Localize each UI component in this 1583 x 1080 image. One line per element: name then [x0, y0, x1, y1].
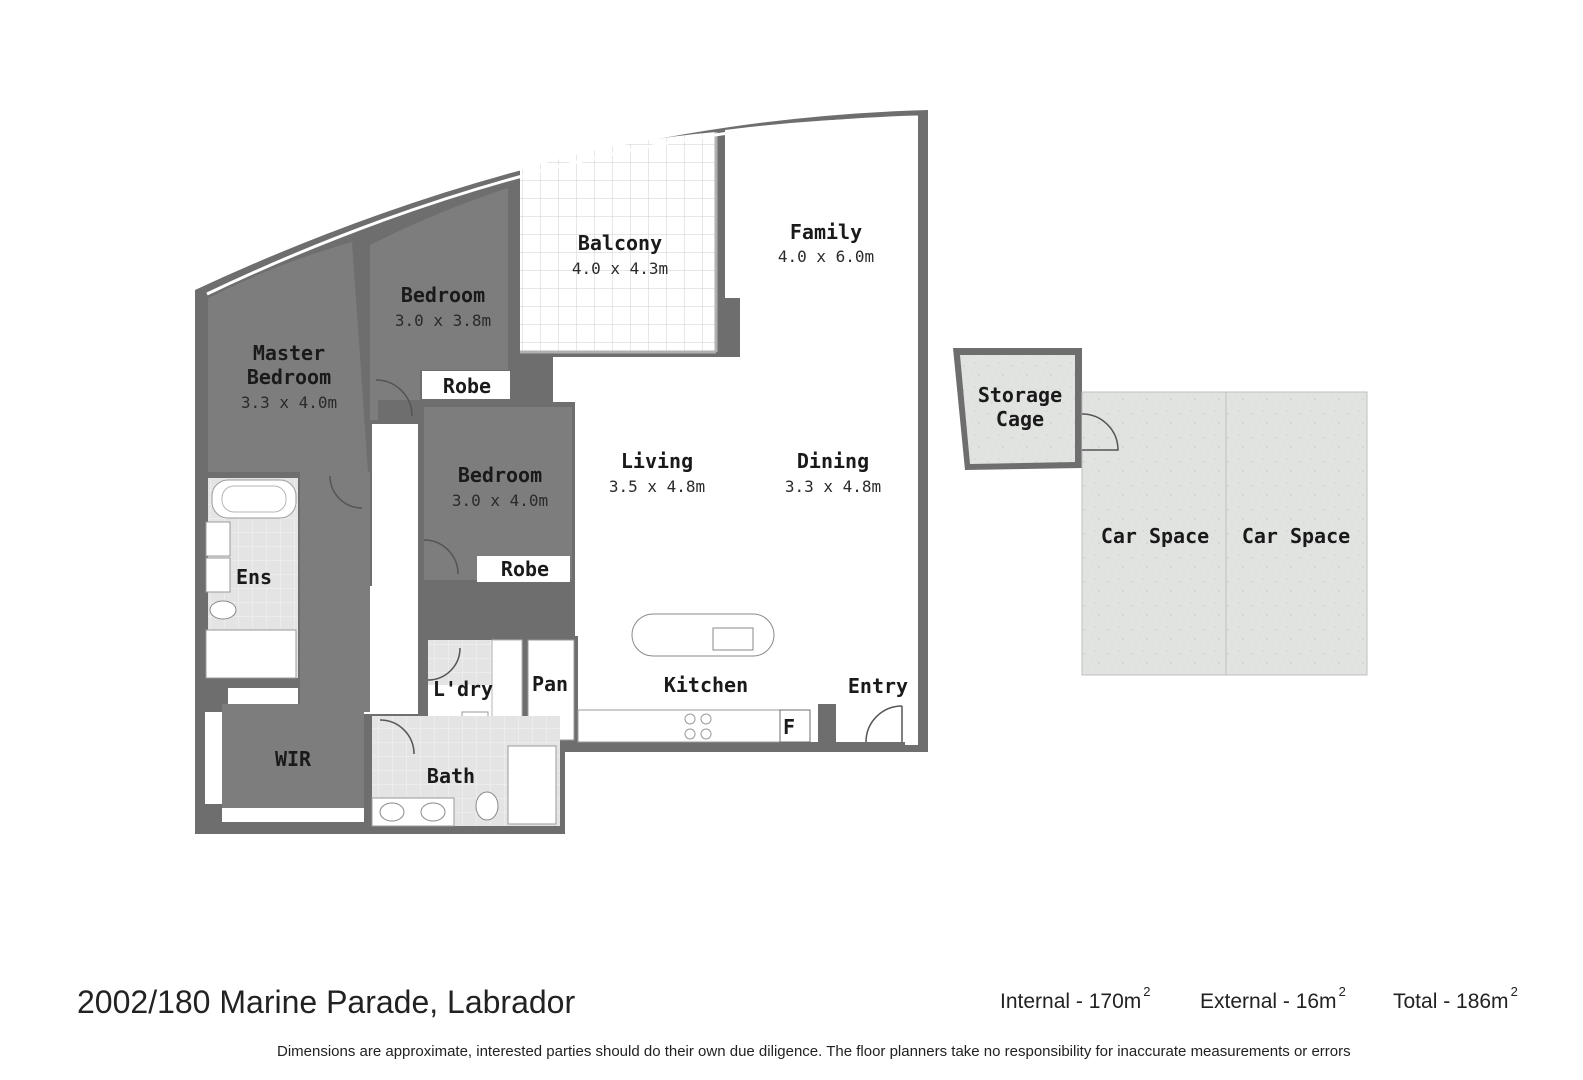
bath-label: Bath — [427, 764, 475, 788]
total-area-text: Total - 186m — [1393, 990, 1509, 1013]
living-label: Living — [621, 449, 693, 473]
property-address: 2002/180 Marine Parade, Labrador — [77, 984, 576, 1020]
family-dims: 4.0 x 6.0m — [778, 247, 874, 266]
wir-shelf-top — [228, 688, 298, 704]
bath-toilet — [475, 791, 499, 821]
disclaimer: Dimensions are approximate, interested p… — [277, 1043, 1351, 1060]
wir-label: WIR — [275, 747, 312, 771]
ensuite-label: Ens — [236, 565, 272, 589]
window-glazing — [206, 115, 919, 296]
door-swings — [329, 379, 903, 755]
bathtub-inner — [221, 485, 287, 513]
internal-area-text: Internal - 170m — [1000, 990, 1142, 1013]
living-dims: 3.5 x 4.8m — [609, 477, 705, 496]
master-bedroom-label-2: Bedroom — [247, 365, 331, 389]
balcony-floor — [520, 132, 716, 352]
external-area-unit: 2 — [1338, 984, 1346, 999]
balcony-label: Balcony — [578, 231, 662, 255]
robe-2 — [477, 556, 570, 582]
car-space-2 — [1225, 391, 1368, 676]
ensuite-toilet — [209, 600, 237, 620]
robe-1-label: Robe — [443, 374, 491, 398]
kitchen-label: Kitchen — [664, 673, 748, 697]
master-bedroom-label-1: Master — [253, 341, 325, 365]
bedroom-3-dims: 3.0 x 4.0m — [452, 491, 548, 510]
car-space-2-label: Car Space — [1242, 524, 1350, 548]
ensuite-shower — [205, 629, 297, 679]
storage-cage-label-2: Cage — [996, 407, 1044, 431]
fridge-label: F — [783, 715, 795, 739]
bedroom-3-label: Bedroom — [458, 463, 542, 487]
entry-label: Entry — [848, 674, 908, 698]
storage-cage-floor — [960, 355, 1075, 464]
bedroom-3-wall — [422, 404, 574, 407]
hallway — [372, 424, 418, 714]
fridge-space — [779, 709, 811, 743]
dining-dims: 3.3 x 4.8m — [785, 477, 881, 496]
bedroom-2-dims: 3.0 x 3.8m — [395, 311, 491, 330]
vanity-basin-1 — [205, 521, 231, 557]
wir-floor — [222, 704, 364, 808]
family-label: Family — [790, 220, 862, 244]
robe-1 — [422, 371, 510, 399]
wir-shelf-bottom — [222, 808, 364, 822]
pantry-label: Pan — [532, 672, 568, 696]
internal-area-unit: 2 — [1143, 984, 1151, 999]
robe-2-label: Robe — [501, 557, 549, 581]
balcony-dims: 4.0 x 4.3m — [572, 259, 668, 278]
external-area-text: External - 16m — [1200, 990, 1337, 1013]
total-area-unit: 2 — [1510, 984, 1518, 999]
master-bedroom-floor — [208, 242, 368, 472]
island-sink — [712, 627, 754, 651]
living-area-floor — [553, 117, 918, 745]
wir-shelf-left — [205, 712, 222, 804]
laundry-label: L'dry — [433, 677, 493, 701]
bedroom-2-floor — [370, 188, 508, 420]
cooktop — [684, 713, 712, 740]
master-corridor — [300, 472, 370, 712]
bath-basin-1 — [379, 802, 405, 822]
kitchen-bench — [577, 709, 781, 743]
storage-door-swing — [1081, 413, 1119, 451]
car-space-1-label: Car Space — [1101, 524, 1209, 548]
entry-column — [818, 704, 836, 742]
storage-cage-label-1: Storage — [978, 383, 1062, 407]
master-bedroom-dims: 3.3 x 4.0m — [241, 393, 337, 412]
bedroom-2-label: Bedroom — [401, 283, 485, 307]
bathtub — [211, 479, 297, 519]
bath-shower — [507, 745, 557, 825]
vanity-basin-2 — [205, 557, 231, 593]
bath-basin-2 — [420, 802, 446, 822]
dining-label: Dining — [797, 449, 869, 473]
